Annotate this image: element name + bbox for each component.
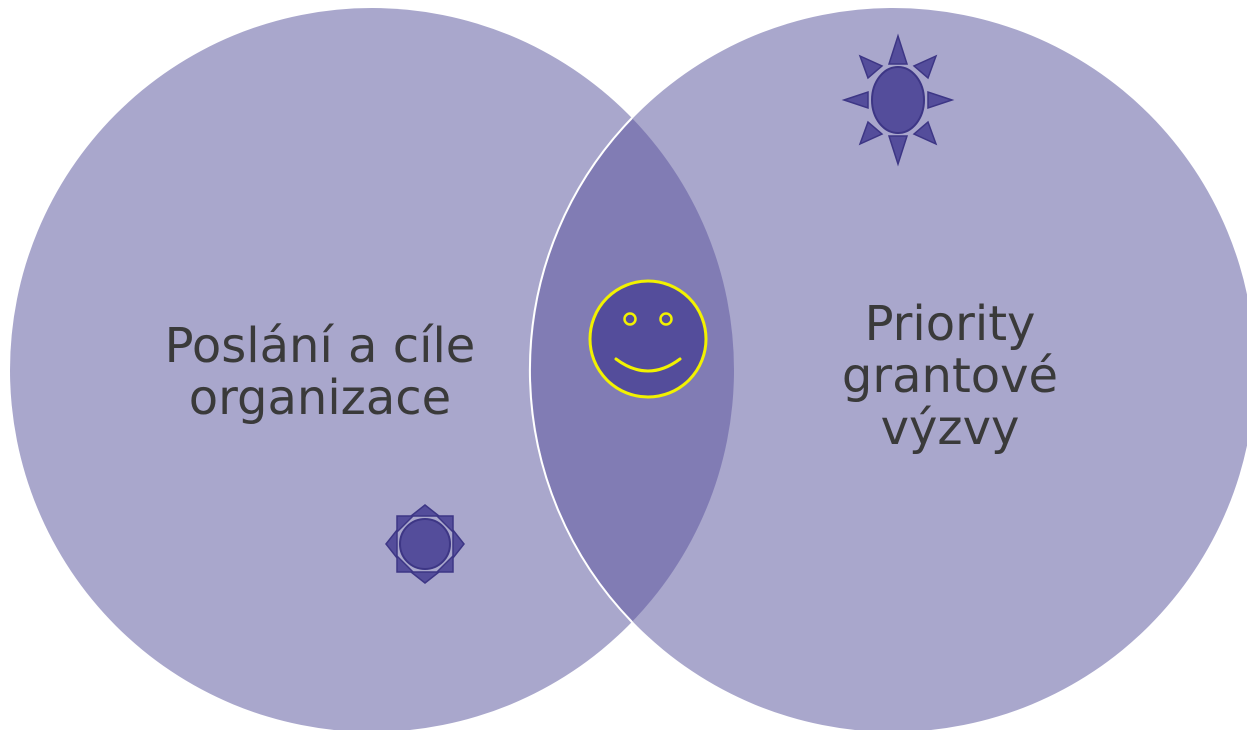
left-circle-label: Poslání a cíle organizace — [110, 320, 530, 424]
right-label-line-1: Priority — [864, 296, 1036, 352]
right-circle-label: Priority grantové výzvy — [800, 298, 1100, 454]
sun-icon — [841, 33, 955, 167]
overlap-divider — [528, 117, 633, 623]
right-label-line-3: výzvy — [880, 400, 1020, 456]
smiley-face-icon — [588, 279, 708, 399]
right-circle — [531, 8, 1247, 730]
left-label-line-1: Poslání a cíle — [164, 318, 476, 374]
right-label-line-2: grantové — [841, 348, 1059, 404]
left-circle — [10, 8, 734, 730]
sun-icon — [385, 504, 465, 584]
left-label-line-2: organizace — [188, 370, 452, 426]
